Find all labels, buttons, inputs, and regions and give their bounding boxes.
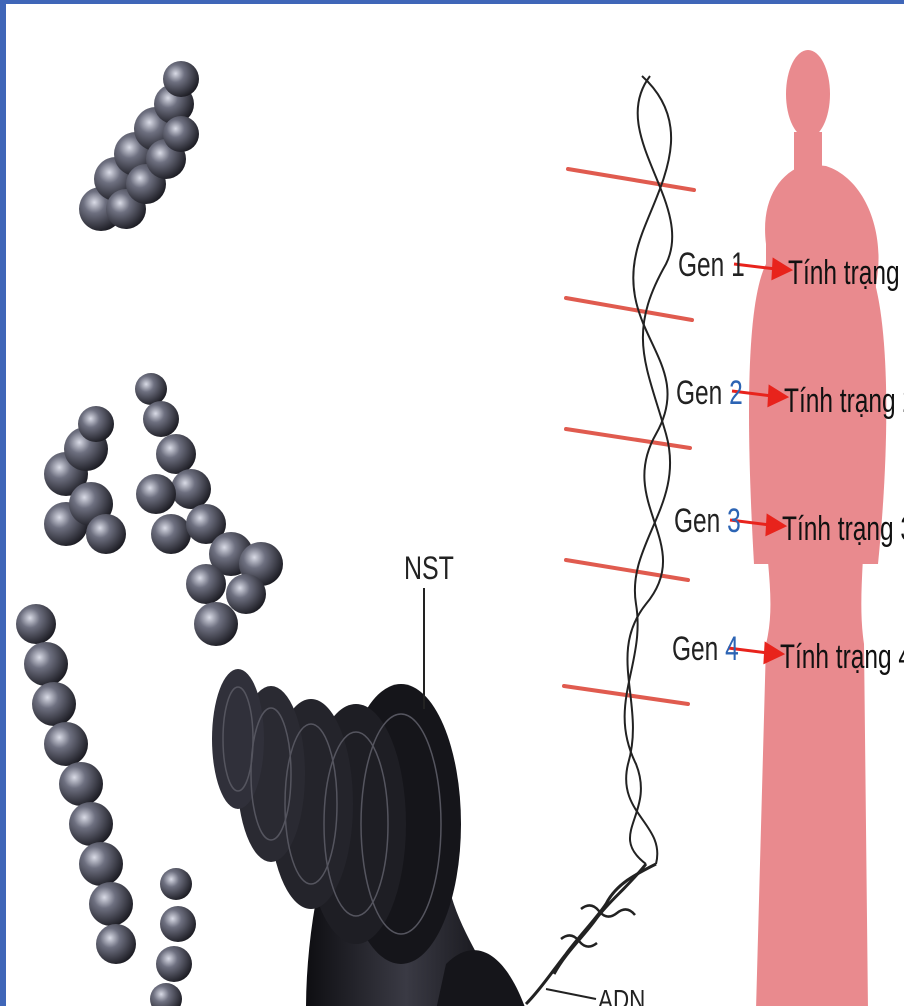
gene-prefix: Gen (672, 630, 718, 668)
chromosome-strand-lower-left (16, 604, 196, 1006)
gene-label-1: Gen 1 (678, 248, 745, 282)
gene-prefix: Gen (678, 246, 724, 284)
gene-bands (564, 169, 694, 704)
chromosome-strand-left (44, 406, 126, 554)
nst-label: NST (404, 552, 454, 584)
chromosome-strand-top (79, 61, 199, 231)
gene-label-2: Gen 2 (676, 376, 743, 410)
trait-label-2: Tính trạng 2 (784, 384, 904, 418)
chromatin-coil (212, 669, 526, 1006)
trait-label-4: Tính trạng 4 (780, 640, 904, 674)
gene-number: 4 (725, 630, 739, 668)
gene-label-3: Gen 3 (674, 504, 741, 538)
gene-label-4: Gen 4 (672, 632, 739, 666)
chromosome-strand-center (135, 373, 283, 646)
adn-leader-line (546, 989, 596, 999)
adn-label: ADN (598, 986, 645, 1006)
gene-number: 2 (729, 374, 743, 412)
trait-label-3: Tính trạng 3 (782, 512, 904, 546)
gene-number: 3 (727, 502, 741, 540)
gene-prefix: Gen (674, 502, 720, 540)
dna-helix (526, 76, 672, 1004)
gene-number: 1 (731, 246, 745, 284)
gene-prefix: Gen (676, 374, 722, 412)
trait-label-1: Tính trạng 1 (788, 256, 904, 290)
gene-trait-illustration (6, 4, 904, 1006)
